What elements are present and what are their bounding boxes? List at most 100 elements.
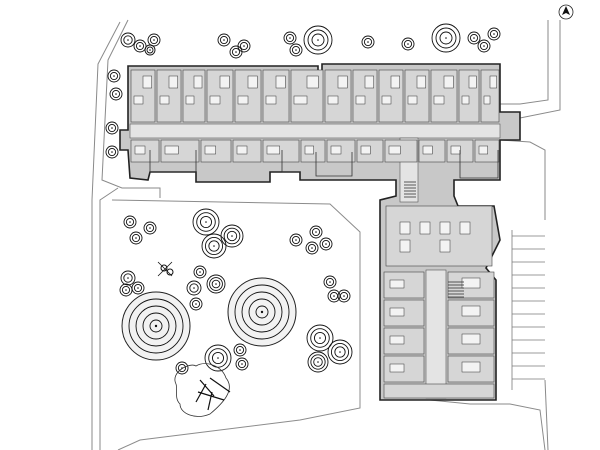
table — [399, 239, 411, 253]
furniture — [461, 361, 481, 373]
tree-icon — [337, 289, 351, 303]
tree-ring — [241, 291, 283, 333]
tree-trunk — [325, 243, 327, 245]
furniture — [478, 145, 488, 155]
tree-icon — [133, 39, 147, 53]
tree-trunk — [319, 337, 321, 339]
furniture — [185, 95, 195, 105]
tree-trunk — [127, 277, 129, 279]
tree-icon — [327, 339, 353, 365]
furniture — [236, 145, 248, 155]
tree-ring — [255, 305, 269, 319]
tree-icon — [146, 46, 154, 54]
tree-icon — [313, 357, 323, 367]
tree-icon — [363, 37, 373, 47]
apartment-room — [160, 139, 200, 163]
furniture — [219, 75, 230, 89]
tree-icon — [219, 35, 229, 45]
tree-icon — [189, 283, 199, 293]
furniture — [330, 145, 342, 155]
furniture — [247, 75, 258, 89]
tree-trunk — [149, 49, 151, 51]
tree-ring — [142, 312, 170, 340]
furniture — [468, 75, 477, 89]
tree-ring — [149, 319, 163, 333]
tree-icon — [226, 230, 238, 242]
tree-trunk — [139, 45, 141, 47]
tree-trunk — [111, 127, 113, 129]
stair-north — [404, 181, 416, 198]
furniture — [275, 75, 286, 89]
tree-icon — [239, 41, 249, 51]
tree-icon — [233, 343, 247, 357]
furniture — [389, 279, 405, 289]
tree-icon — [323, 275, 337, 289]
furniture — [355, 95, 366, 105]
tree-icon — [133, 283, 143, 293]
tree-icon — [311, 33, 325, 47]
stair-south — [448, 281, 464, 298]
furniture — [360, 145, 371, 155]
furniture — [389, 307, 405, 317]
tree-icon — [193, 265, 207, 279]
furniture — [266, 145, 280, 155]
tree-trunk — [135, 237, 137, 239]
sculpture-icon — [174, 363, 231, 417]
furniture — [204, 145, 216, 155]
furniture — [134, 145, 146, 155]
tree-icon — [135, 41, 145, 51]
tree-icon — [131, 281, 145, 295]
tree-trunk — [125, 289, 127, 291]
furniture — [164, 145, 179, 155]
tree-trunk — [317, 361, 319, 363]
apartment-building — [119, 63, 521, 401]
tree-icon — [111, 89, 121, 99]
tree-trunk — [295, 239, 297, 241]
tree-icon — [120, 32, 136, 48]
furniture — [209, 95, 221, 105]
tree-icon — [487, 27, 501, 41]
tree-icon — [291, 235, 301, 245]
tree-icon — [107, 123, 117, 133]
tree-trunk — [333, 295, 335, 297]
tree-icon — [120, 270, 136, 286]
site-boundary — [91, 19, 561, 450]
tree-icon — [145, 223, 155, 233]
tree-trunk — [329, 281, 331, 283]
tree-icon — [305, 241, 319, 255]
tree-icon — [401, 37, 415, 51]
furniture — [381, 95, 392, 105]
tree-icon — [339, 291, 349, 301]
tree-icon — [201, 233, 227, 259]
tree-trunk — [473, 37, 475, 39]
tree-icon — [289, 43, 303, 57]
tree-trunk — [243, 45, 245, 47]
furniture — [461, 277, 481, 289]
tree-icon — [313, 331, 327, 345]
tree-trunk — [289, 37, 291, 39]
tree-trunk — [154, 324, 158, 328]
furniture — [461, 305, 481, 317]
tree-trunk — [129, 221, 131, 223]
tree-icon — [195, 267, 205, 277]
furniture — [133, 95, 144, 105]
furniture — [461, 333, 481, 345]
trees — [105, 23, 501, 375]
tree-trunk — [315, 231, 317, 233]
tree-icon — [325, 277, 335, 287]
furniture — [443, 75, 454, 89]
furniture — [306, 75, 319, 89]
apartment-room — [384, 139, 418, 163]
tree-trunk — [311, 247, 313, 249]
tree-icon — [208, 240, 220, 252]
tree-icon — [147, 33, 161, 47]
common-hall — [385, 205, 493, 267]
tree-trunk — [111, 151, 113, 153]
tree-icon — [307, 243, 317, 253]
furniture — [461, 95, 470, 105]
tree-trunk — [483, 45, 485, 47]
playground-icon — [157, 261, 174, 277]
tree-icon — [309, 225, 323, 239]
tree-icon — [199, 215, 213, 229]
